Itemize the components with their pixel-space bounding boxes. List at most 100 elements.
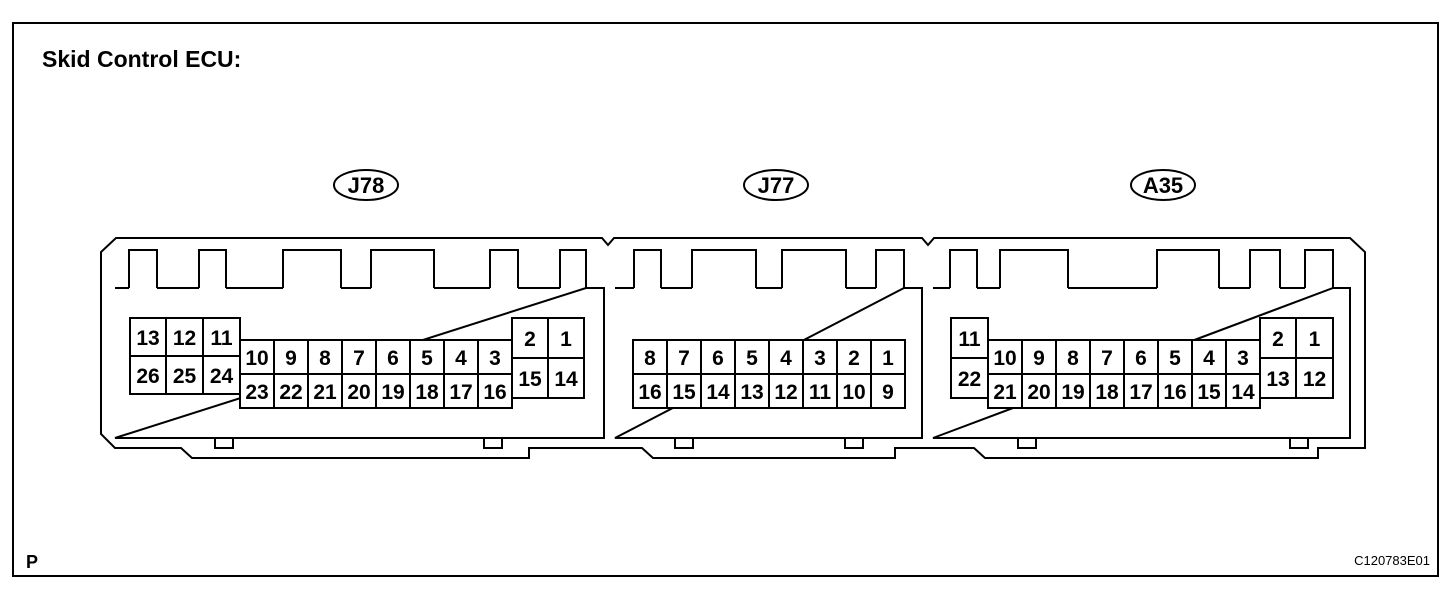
pin-number: 22 xyxy=(279,381,302,404)
pin-cell: 7 xyxy=(1089,339,1125,375)
pin-cell: 7 xyxy=(666,339,702,375)
pin-number: 24 xyxy=(210,365,234,388)
pin-cell-box xyxy=(734,373,770,409)
pin-cell: 22 xyxy=(950,357,989,399)
pin-number: 9 xyxy=(1033,347,1045,370)
pin-cell: 16 xyxy=(477,373,513,409)
pin-cell-box xyxy=(987,373,1023,409)
connector-label-j78: J78 xyxy=(333,169,399,201)
pin-number: 9 xyxy=(285,347,297,370)
pin-cell: 10 xyxy=(836,373,872,409)
pin-number: 5 xyxy=(421,347,433,370)
pin-cell: 12 xyxy=(1295,357,1334,399)
pin-cell: 15 xyxy=(511,357,549,399)
pin-cell: 22 xyxy=(273,373,309,409)
pin-cell-box xyxy=(632,373,668,409)
pin-number: 8 xyxy=(319,347,331,370)
connector-housing-outline xyxy=(100,237,1366,459)
pin-cell-box xyxy=(1295,317,1334,359)
label-ellipse xyxy=(333,169,399,201)
pin-cell: 8 xyxy=(632,339,668,375)
pin-number: 6 xyxy=(712,347,724,370)
diagram-frame xyxy=(12,22,1439,577)
pin-cell: 16 xyxy=(632,373,668,409)
pin-cell: 14 xyxy=(1225,373,1261,409)
pin-cell: 4 xyxy=(1191,339,1227,375)
pin-number: 4 xyxy=(780,347,792,370)
pin-number: 6 xyxy=(1135,347,1147,370)
pin-number: 1 xyxy=(1309,328,1321,351)
pin-cell-box xyxy=(1191,339,1227,375)
pin-cell: 1 xyxy=(870,339,906,375)
pin-number: 20 xyxy=(347,381,370,404)
pin-cell: 6 xyxy=(375,339,411,375)
pin-cell: 2 xyxy=(1259,317,1297,359)
housing-top-teeth xyxy=(128,249,1334,288)
pin-number: 3 xyxy=(489,347,501,370)
pin-number: 2 xyxy=(524,328,536,351)
pin-cell: 23 xyxy=(239,373,275,409)
pin-cell: 17 xyxy=(443,373,479,409)
pin-number: 2 xyxy=(848,347,860,370)
pin-cell: 11 xyxy=(802,373,838,409)
pin-cell: 3 xyxy=(477,339,513,375)
pin-cell: 15 xyxy=(666,373,702,409)
pin-number: 13 xyxy=(1266,368,1289,391)
pin-cell-box xyxy=(870,339,906,375)
pin-number: 4 xyxy=(455,347,467,370)
pin-cell: 5 xyxy=(409,339,445,375)
pin-number: 20 xyxy=(1027,381,1050,404)
figure-id: C120783E01 xyxy=(1354,553,1430,568)
pin-number: 19 xyxy=(1061,381,1084,404)
pin-cell-box xyxy=(307,373,343,409)
pin-number: 14 xyxy=(706,381,730,404)
pin-cell: 12 xyxy=(768,373,804,409)
pin-number: 6 xyxy=(387,347,399,370)
pin-cell: 6 xyxy=(1123,339,1159,375)
pin-number: 5 xyxy=(1169,347,1181,370)
pin-number: 1 xyxy=(882,347,894,370)
pin-cell: 8 xyxy=(307,339,343,375)
pin-number: 2 xyxy=(1272,328,1284,351)
page-title: Skid Control ECU: xyxy=(42,46,242,72)
pin-number: 8 xyxy=(1067,347,1079,370)
pin-cell-box xyxy=(511,317,549,359)
pin-cell: 6 xyxy=(700,339,736,375)
pin-cell: 5 xyxy=(1157,339,1193,375)
pin-cell: 3 xyxy=(1225,339,1261,375)
pin-cell: 13 xyxy=(734,373,770,409)
pin-cell-box xyxy=(165,317,204,357)
pin-cell: 11 xyxy=(202,317,241,357)
pin-cell-box xyxy=(1259,317,1297,359)
pin-cell-box xyxy=(129,355,167,395)
pin-number: 7 xyxy=(1101,347,1113,370)
pin-cell-box xyxy=(700,373,736,409)
connector-label-a35: A35 xyxy=(1130,169,1196,201)
pin-cell-box xyxy=(239,339,275,375)
pin-cell-box xyxy=(1055,339,1091,375)
pin-cell: 15 xyxy=(1191,373,1227,409)
pin-cell: 17 xyxy=(1123,373,1159,409)
pin-number: 23 xyxy=(245,381,268,404)
pin-cell: 19 xyxy=(375,373,411,409)
pin-number: 16 xyxy=(1163,381,1186,404)
pin-number: 12 xyxy=(774,381,797,404)
pin-cell: 10 xyxy=(987,339,1023,375)
pin-cell: 2 xyxy=(511,317,549,359)
pin-number: 15 xyxy=(672,381,696,404)
pin-number: 26 xyxy=(136,365,159,388)
pin-number: 21 xyxy=(993,381,1017,404)
pin-number: 12 xyxy=(1303,368,1326,391)
pin-number: 4 xyxy=(1203,347,1215,370)
pin-cell: 4 xyxy=(443,339,479,375)
pin-cell-box xyxy=(477,373,513,409)
pin-cell-box xyxy=(1295,357,1334,399)
pin-cell: 12 xyxy=(165,317,204,357)
pin-cell-box xyxy=(511,357,549,399)
pin-number: 13 xyxy=(136,327,159,350)
pin-cell: 10 xyxy=(239,339,275,375)
pin-number: 5 xyxy=(746,347,758,370)
pin-number: 18 xyxy=(415,381,439,404)
pin-number: 8 xyxy=(644,347,656,370)
